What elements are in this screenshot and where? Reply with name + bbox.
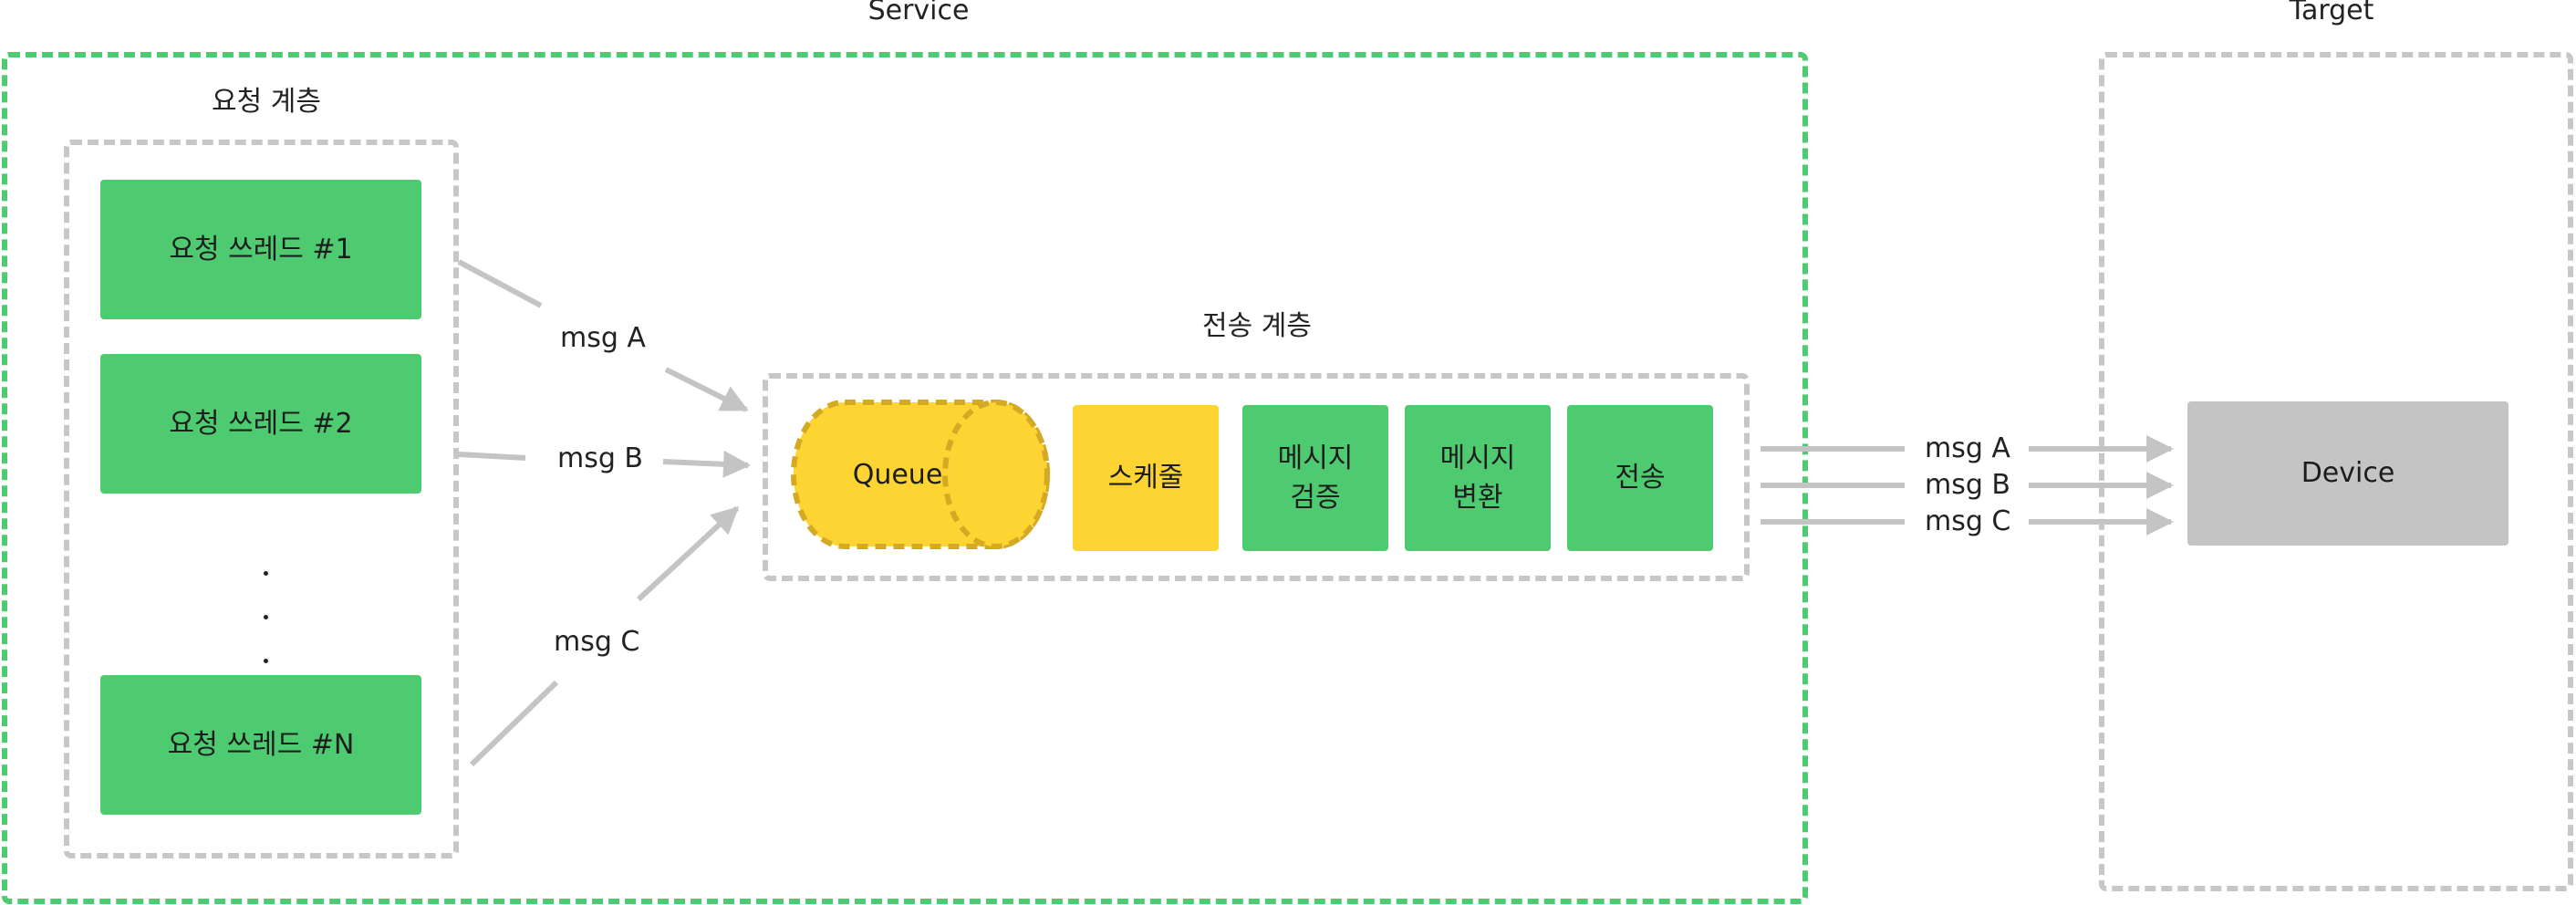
- msg-c-line-in: [469, 680, 559, 767]
- transport-layer-title: 전송 계층: [1202, 310, 1312, 342]
- out-msg-b-label: msg B: [1925, 469, 2011, 501]
- request-thread-1: 요청 쓰레드 #1: [100, 180, 421, 319]
- msg-c-arrow: [636, 505, 740, 602]
- request-layer-title: 요청 계층: [212, 86, 321, 118]
- request-layer-container: [64, 140, 459, 858]
- ellipsis-dot: [264, 615, 268, 619]
- request-thread-2-label: 요청 쓰레드 #2: [169, 407, 353, 440]
- scheduler-box: 스케줄: [1073, 405, 1219, 551]
- msg-b-arrow: [662, 450, 751, 478]
- request-thread-1-label: 요청 쓰레드 #1: [169, 233, 353, 265]
- message-convert-label-line1: 메시지: [1439, 442, 1516, 474]
- msg-c-label: msg C: [554, 626, 640, 658]
- ellipsis-dot: [264, 659, 268, 663]
- send-box: 전송: [1567, 405, 1713, 551]
- msg-b-label: msg B: [557, 442, 644, 474]
- message-convert-box: 메시지 변환: [1405, 405, 1551, 551]
- send-label: 전송: [1615, 462, 1666, 494]
- target-title: Target: [2289, 0, 2374, 26]
- request-thread-2: 요청 쓰레드 #2: [100, 354, 421, 494]
- out-msg-a-label: msg A: [1925, 432, 2010, 464]
- request-thread-n-label: 요청 쓰레드 #N: [167, 728, 355, 761]
- transport-layer-container: [763, 373, 1750, 581]
- message-convert-label-line2: 변환: [1452, 482, 1503, 514]
- msg-a-arrow: [664, 367, 749, 412]
- target-container: [2099, 52, 2573, 891]
- message-validate-label-line2: 검증: [1290, 482, 1341, 514]
- device-box: Device: [2187, 401, 2508, 546]
- message-validate-label-line1: 메시지: [1277, 442, 1354, 474]
- queue-cylinder: Queue: [790, 399, 1051, 550]
- service-title: Service: [867, 0, 970, 26]
- request-thread-n: 요청 쓰레드 #N: [100, 675, 421, 815]
- msg-b-line-in: [458, 452, 526, 461]
- scheduler-label: 스케줄: [1107, 462, 1184, 494]
- queue-cylinder-shape: [791, 400, 1050, 549]
- queue-label: Queue: [852, 458, 943, 491]
- msg-a-line-in: [457, 259, 543, 308]
- msg-a-label: msg A: [560, 322, 646, 354]
- ellipsis-dot: [264, 571, 268, 576]
- out-msg-c-label: msg C: [1925, 505, 2011, 537]
- device-label: Device: [2301, 457, 2395, 490]
- service-container: [2, 52, 1808, 904]
- message-validate-box: 메시지 검증: [1242, 405, 1388, 551]
